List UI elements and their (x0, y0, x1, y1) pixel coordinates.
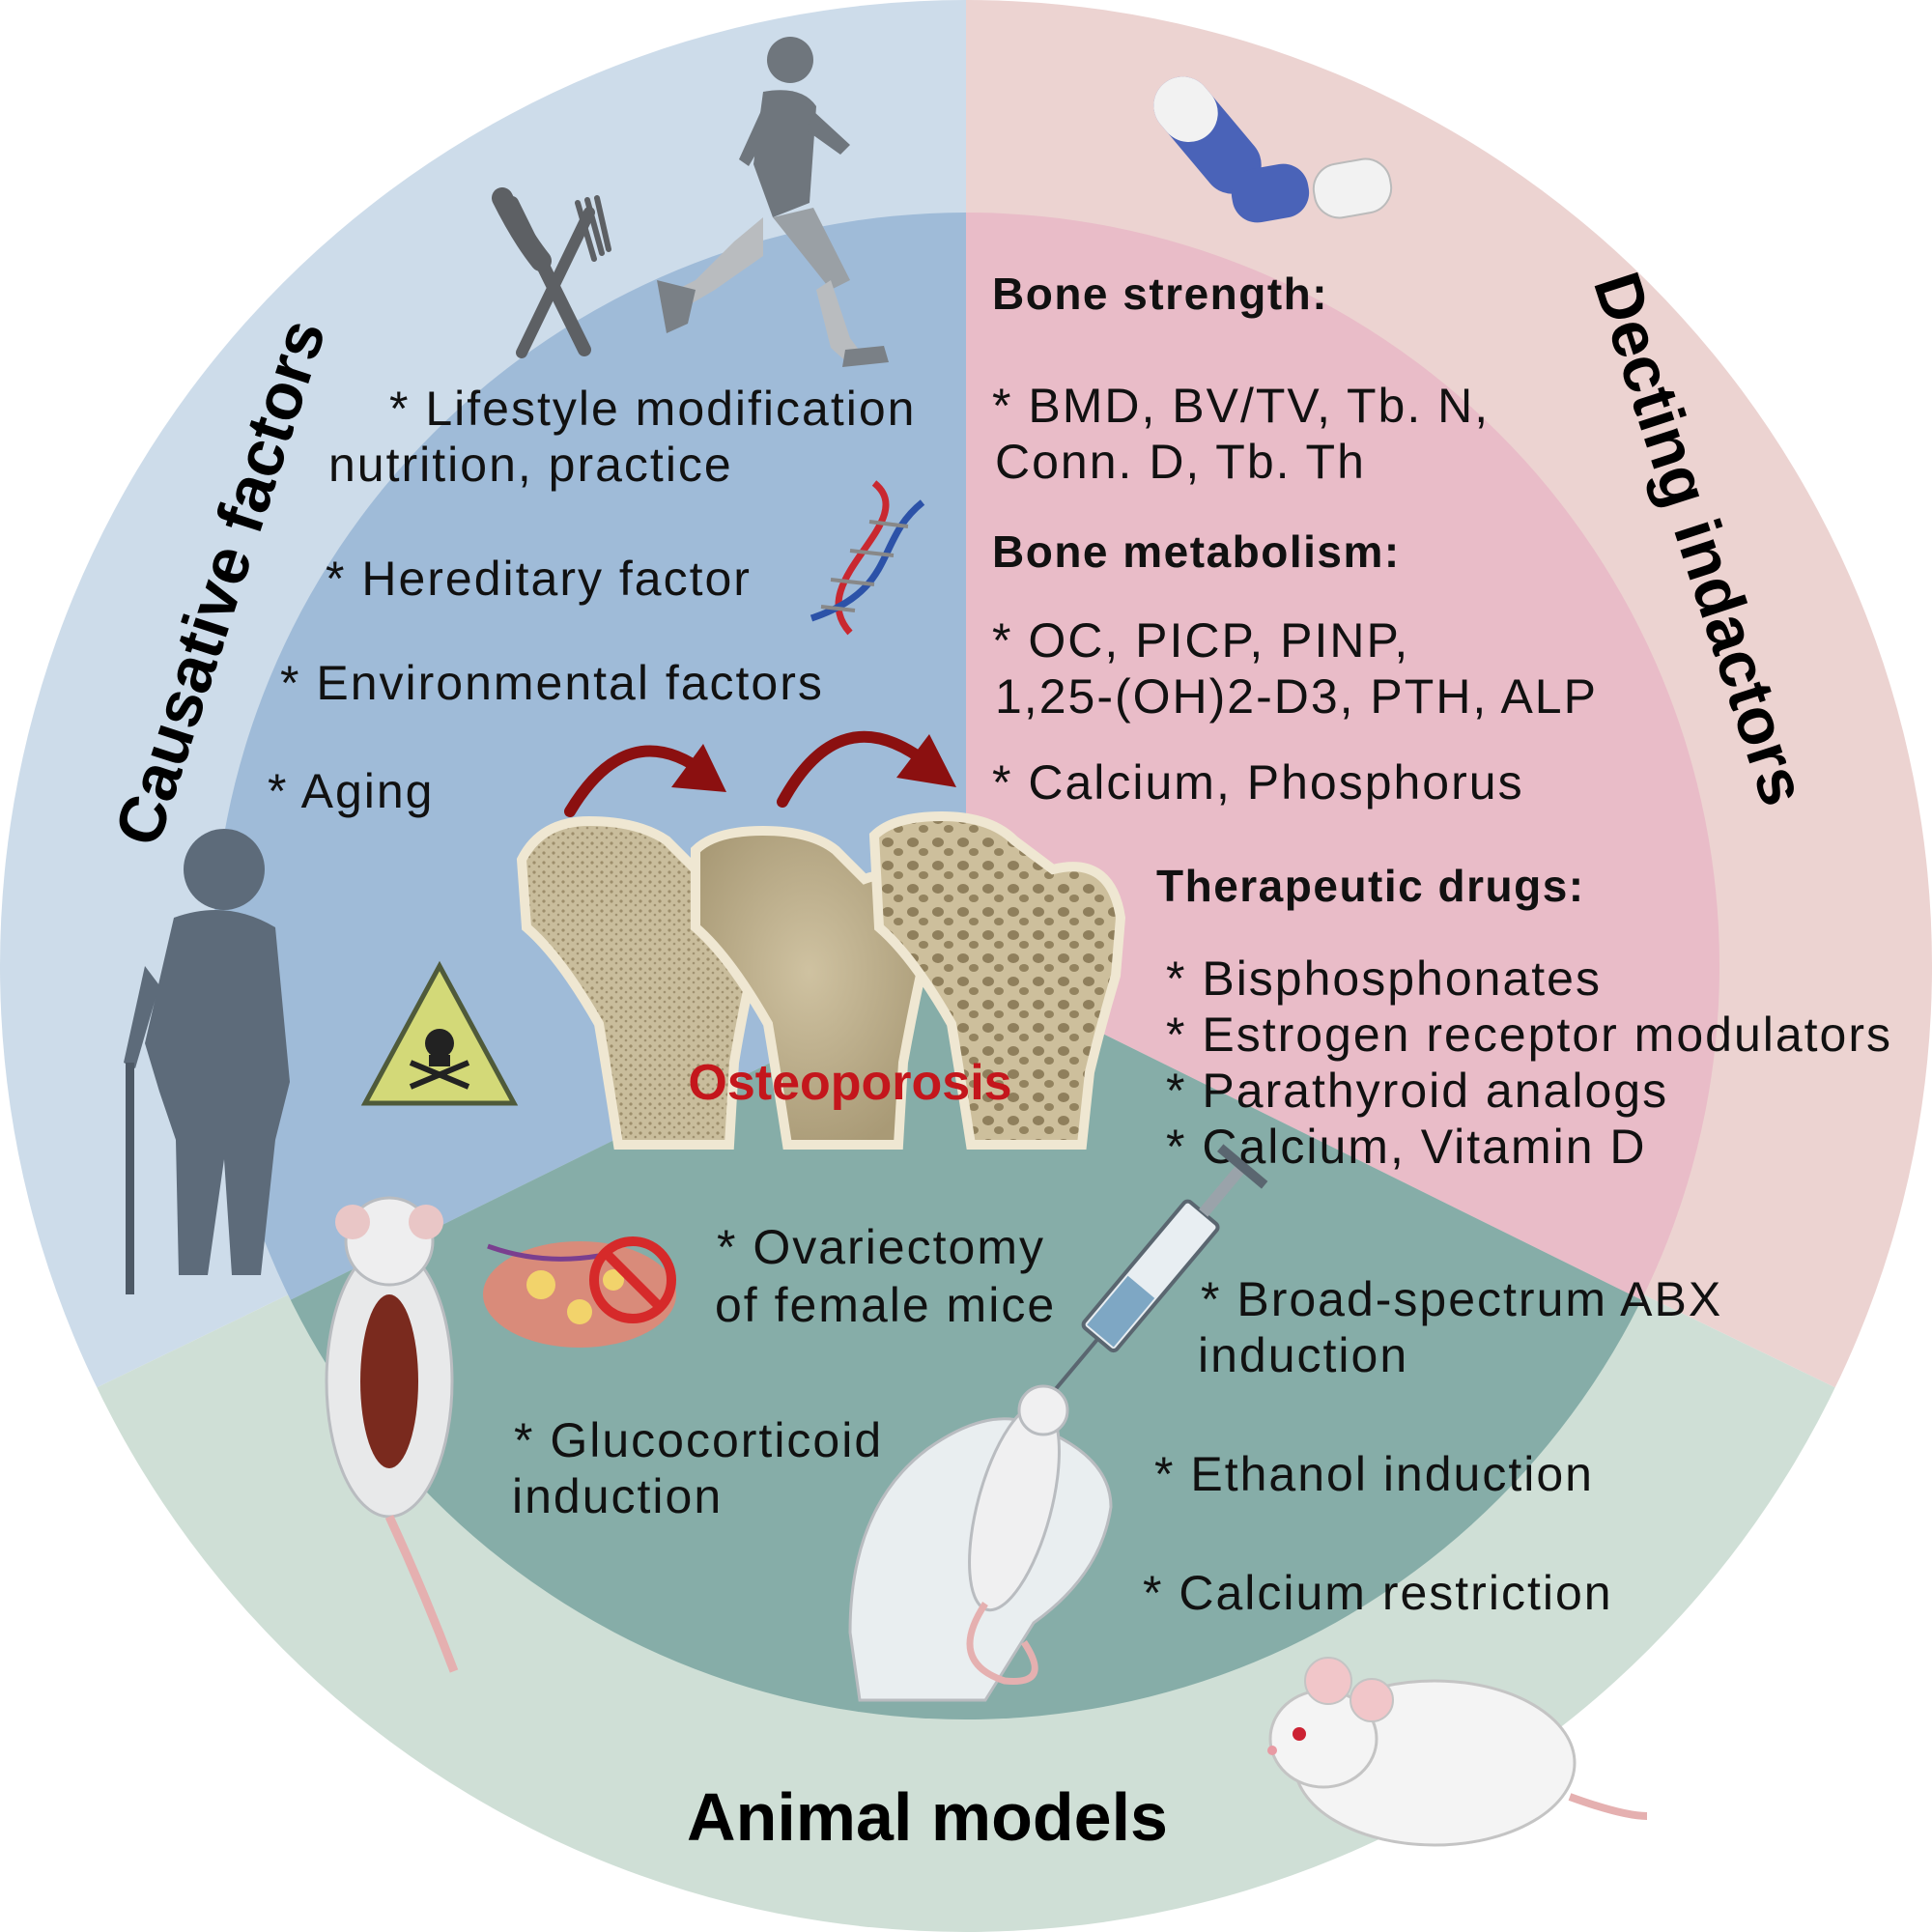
drug-line-2: * Estrogen receptor modulators (1166, 1008, 1892, 1062)
ovary-prohibited-icon (483, 1236, 676, 1348)
drug-line-3: * Parathyroid analogs (1166, 1064, 1668, 1118)
bone-metabolism-line-3: * Calcium, Phosphorus (992, 755, 1524, 810)
drug-line-1: * Bisphosphonates (1166, 952, 1602, 1006)
bone-strength-heading: Bone strength: (992, 269, 1328, 319)
glucocorticoid-line-1: * Glucocorticoid (514, 1413, 883, 1467)
therapeutic-drugs-heading: Therapeutic drugs: (1156, 861, 1585, 911)
bone-strength-line-1: * BMD, BV/TV, Tb. N, (992, 379, 1490, 433)
ethanol-item: * Ethanol induction (1154, 1447, 1594, 1501)
mouse-in-glove-icon (848, 1384, 1113, 1702)
bone-metabolism-heading: Bone metabolism: (992, 526, 1401, 577)
abx-line-1: * Broad-spectrum ABX (1201, 1272, 1722, 1326)
dna-icon (810, 480, 925, 636)
ovariectomy-line-2: of female mice (715, 1278, 1056, 1332)
femur-bones-icon (516, 810, 1126, 1150)
calcium-restriction-item: * Calcium restriction (1143, 1566, 1613, 1620)
environmental-item: * Environmental factors (280, 656, 824, 710)
bone-strength-line-2: Conn. D, Tb. Th (995, 435, 1366, 489)
animal-title: Animal models (687, 1779, 1168, 1855)
glucocorticoid-line-2: induction (512, 1469, 723, 1523)
center-label: Osteoporosis (688, 1055, 1011, 1111)
bone-metabolism-line-2: 1,25-(OH)2-D3, PTH, ALP (995, 669, 1598, 724)
lifestyle-item: * Lifestyle modification (389, 382, 916, 436)
elderly-man-with-cane-icon (124, 829, 290, 1294)
white-mouse-icon (1267, 1657, 1648, 1847)
hereditary-item: * Hereditary factor (326, 552, 752, 606)
progression-arrows (564, 730, 956, 817)
aging-item: * Aging (268, 764, 434, 818)
abx-line-2: induction (1198, 1328, 1408, 1382)
pills-icon (1153, 76, 1393, 223)
knife-fork-icon (492, 187, 611, 358)
bone-metabolism-line-1: * OC, PICP, PINP, (992, 613, 1409, 668)
ovariectomy-line-1: * Ovariectomy (717, 1220, 1045, 1274)
dissected-mouse-icon (325, 1196, 459, 1673)
lifestyle-subitem: nutrition, practice (328, 438, 733, 492)
syringe-icon (1052, 1144, 1268, 1392)
running-man-icon (657, 37, 889, 367)
toxic-warning-icon (360, 960, 519, 1106)
